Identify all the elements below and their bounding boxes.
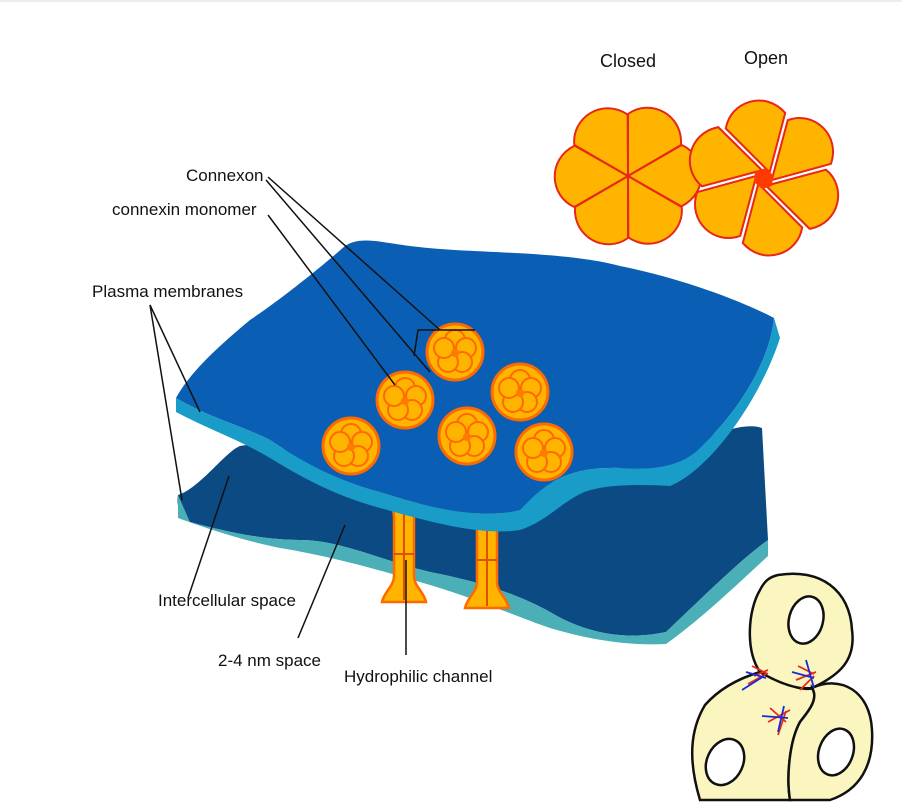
connexon-1 bbox=[425, 322, 485, 382]
connexon-6 bbox=[514, 422, 574, 482]
connexon-2 bbox=[375, 370, 435, 430]
connexon-4 bbox=[321, 416, 381, 476]
open-connexon bbox=[681, 85, 847, 271]
connexon-bracket bbox=[413, 329, 475, 357]
nm-space-label: 2-4 nm space bbox=[218, 651, 321, 670]
hydrophilic-channel-label: Hydrophilic channel bbox=[344, 667, 492, 686]
open-label: Open bbox=[744, 48, 788, 68]
top-border bbox=[0, 0, 902, 2]
intercellular-space-label: Intercellular space bbox=[158, 591, 296, 610]
plasma-membranes-label: Plasma membranes bbox=[92, 282, 243, 301]
leader-lines bbox=[149, 176, 441, 655]
closed-label: Closed bbox=[600, 51, 656, 71]
connexon-label: Connexon bbox=[186, 166, 264, 185]
three-cells-illustration bbox=[690, 572, 874, 802]
closed-connexon bbox=[541, 94, 715, 258]
connexon-5 bbox=[437, 406, 497, 466]
connexin-monomer-label: connexin monomer bbox=[112, 200, 257, 219]
connexon-3 bbox=[490, 362, 550, 422]
